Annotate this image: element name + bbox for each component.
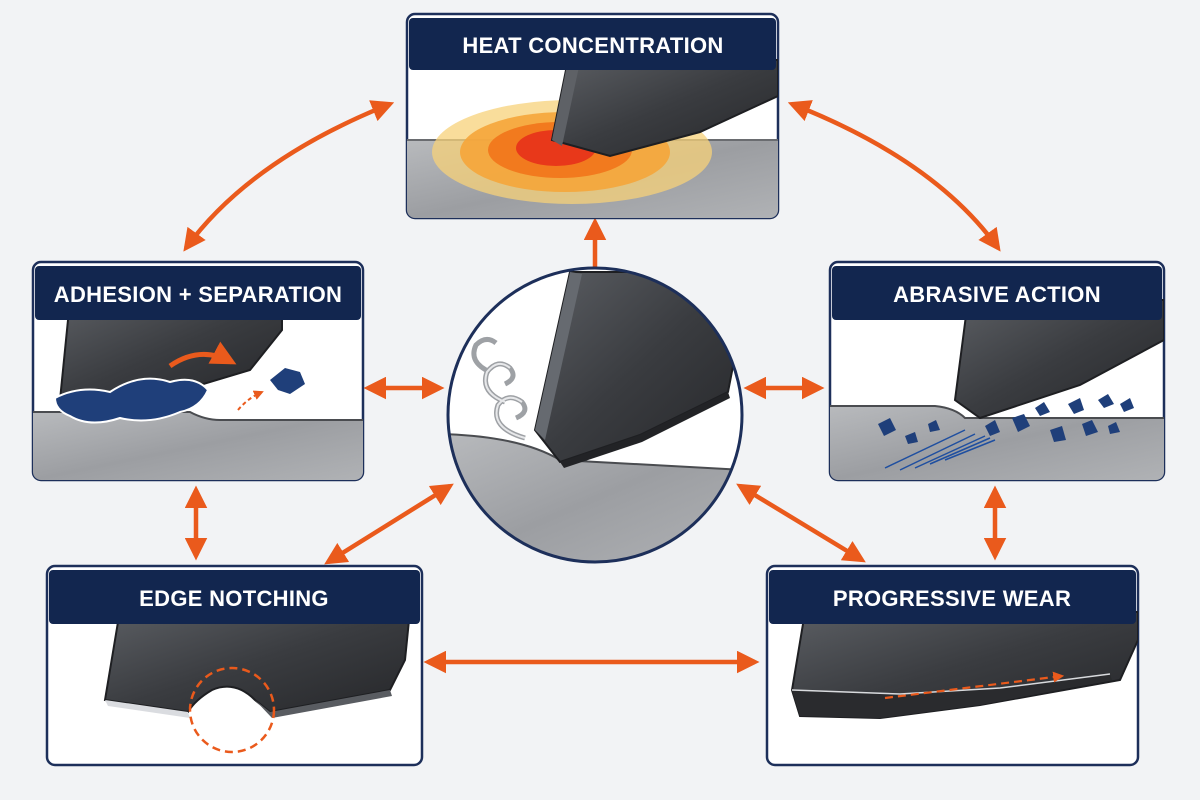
double-arrow-icon [736,483,866,563]
dashed-arrow-icon [884,671,1065,700]
adhesion-separation-label: ADHESION + SEPARATION [54,282,342,307]
dashed-arrow-icon [237,390,264,411]
workpiece [830,406,1164,480]
double-arrow-icon [324,483,454,565]
notch-circle-icon [188,666,276,754]
curved-arrow-icon [168,341,237,369]
cutting-tool [953,299,1164,420]
progressive-wear-label: PROGRESSIVE WEAR [833,586,1071,611]
abrasive-action-label: ABRASIVE ACTION [893,282,1101,307]
double-arrow-icon [787,100,1001,252]
panel-adhesion-separation: ADHESION + SEPARATION [31,260,365,482]
separated-fragment [270,368,305,394]
edge-notching-label: EDGE NOTCHING [139,586,329,611]
workpiece [33,412,363,480]
connection-arrows [183,100,1007,674]
panel-edge-notching: EDGE NOTCHING [45,564,424,767]
panel-abrasive-action: ABRASIVE ACTION [828,260,1166,482]
center-cutting-view [446,266,744,564]
panel-progressive-wear: PROGRESSIVE WEAR [765,564,1140,767]
wear-land [792,674,1112,718]
built-up-edge [53,377,210,424]
abrasive-particles [878,394,1134,444]
heat-concentration-label: HEAT CONCENTRATION [462,33,723,58]
scratch-lines [884,429,996,471]
panel-heat-concentration: HEAT CONCENTRATION [405,12,780,220]
double-arrow-icon [183,100,395,252]
